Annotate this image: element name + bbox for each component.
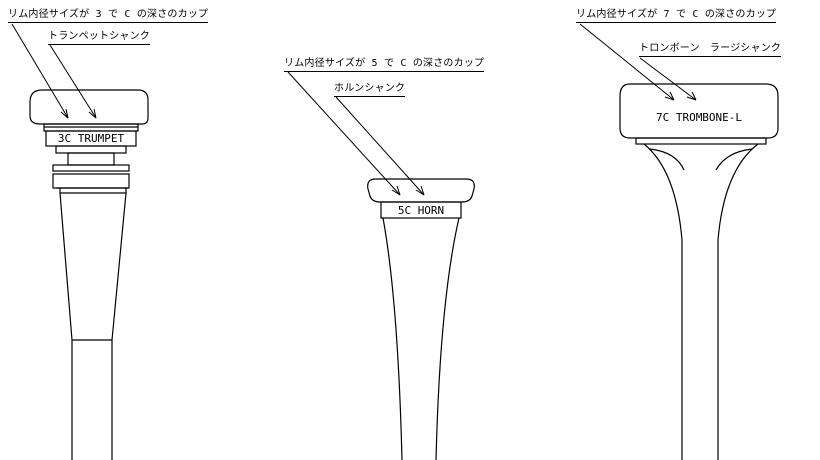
trumpet-cup-callout: リム内径サイズが 3 で C の深さのカップ [8, 9, 209, 23]
trombone-cup-leader [579, 23, 675, 101]
horn-engraving: 5C HORN [397, 204, 445, 217]
horn-cup-callout: リム内径サイズが 5 で C の深さのカップ [284, 58, 485, 72]
leader-lines [11, 23, 697, 196]
horn-cup-leader [287, 71, 401, 196]
trumpet-shank-callout: トランペットシャンク [48, 31, 150, 45]
trumpet-ring-2 [52, 173, 130, 189]
trumpet-throat-2 [67, 152, 115, 166]
horn-shank-callout: ホルンシャンク [334, 83, 406, 97]
trumpet-ring-1 [52, 164, 130, 172]
horn-rim [367, 178, 475, 203]
trombone-band [635, 137, 767, 145]
trombone-engraving: 7C TROMBONE-L [655, 111, 743, 124]
trombone-shank-callout: トロンボーン ラージシャンク [639, 43, 782, 57]
trumpet-cup-arrow [60, 108, 69, 119]
trombone-cup-arrow [664, 91, 675, 101]
trumpet-shank [59, 192, 127, 460]
horn-shank-leader [335, 96, 425, 196]
trombone-mouthpiece [619, 83, 779, 460]
trombone-cup-callout: リム内径サイズが 7 で C の深さのカップ [576, 9, 777, 23]
horn-mouthpiece [367, 178, 475, 460]
trumpet-mouthpiece [29, 89, 149, 460]
trumpet-throat-1 [55, 145, 127, 154]
trombone-shank-leader [639, 57, 697, 101]
trumpet-shank-leader [49, 44, 97, 119]
horn-engraving-ring [380, 201, 462, 219]
horn-shank [382, 217, 460, 460]
trombone-shank [643, 143, 759, 460]
trumpet-cup-leader [11, 23, 69, 119]
trumpet-engraving: 3C TRUMPET [57, 132, 125, 145]
trumpet-shank-arrow [88, 108, 97, 119]
horn-shank-arrow [415, 185, 425, 196]
horn-cup-arrow [391, 185, 401, 196]
trombone-cup-curve [649, 148, 753, 171]
trombone-shank-arrow [686, 91, 697, 101]
trombone-rim [619, 83, 779, 139]
trumpet-rim [29, 89, 149, 125]
